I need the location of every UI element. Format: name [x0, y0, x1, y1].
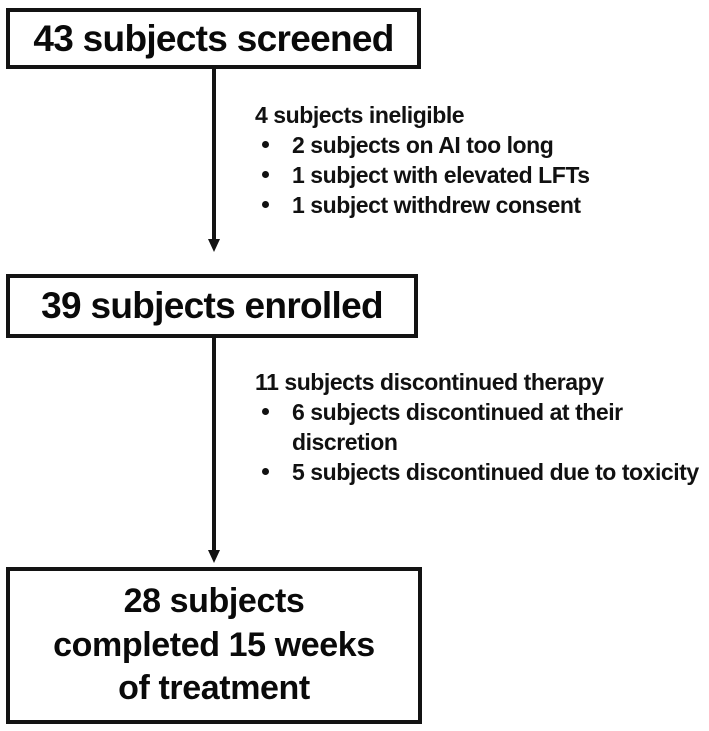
arrow-enrolled-to-completed	[204, 338, 224, 563]
arrow-shaft	[212, 68, 216, 240]
annotation-ineligible-list: 2 subjects on AI too long 1 subject with…	[255, 130, 707, 220]
annotation-ineligible: 4 subjects ineligible 2 subjects on AI t…	[255, 100, 707, 220]
arrow-shaft	[212, 338, 216, 551]
bullet-icon	[262, 201, 269, 208]
flow-box-enrolled-label: 39 subjects enrolled	[41, 285, 383, 327]
arrow-head-icon	[208, 550, 220, 563]
list-item-label: 1 subject with elevated LFTs	[292, 162, 590, 188]
list-item: 6 subjects discontinued at their discret…	[255, 397, 707, 457]
list-item: 5 subjects discontinued due to toxicity	[255, 457, 707, 487]
bullet-icon	[262, 408, 269, 415]
list-item-label: 2 subjects on AI too long	[292, 132, 554, 158]
flow-box-enrolled: 39 subjects enrolled	[6, 274, 418, 338]
bullet-icon	[262, 171, 269, 178]
list-item-label: 5 subjects discontinued due to toxicity	[292, 459, 699, 485]
bullet-icon	[262, 141, 269, 148]
bullet-icon	[262, 468, 269, 475]
flow-box-completed-label: 28 subjects completed 15 weeks of treatm…	[53, 581, 375, 708]
flow-box-screened: 43 subjects screened	[6, 8, 421, 69]
annotation-ineligible-header: 4 subjects ineligible	[255, 102, 465, 128]
arrow-head-icon	[208, 239, 220, 252]
list-item-label: 1 subject withdrew consent	[292, 192, 581, 218]
arrow-screened-to-enrolled	[204, 68, 224, 252]
list-item: 1 subject withdrew consent	[255, 190, 707, 220]
list-item: 2 subjects on AI too long	[255, 130, 707, 160]
flow-box-screened-label: 43 subjects screened	[33, 17, 394, 59]
annotation-discontinued-list: 6 subjects discontinued at their discret…	[255, 397, 707, 487]
annotation-discontinued-header: 11 subjects discontinued therapy	[255, 369, 604, 395]
list-item: 1 subject with elevated LFTs	[255, 160, 707, 190]
list-item-label: 6 subjects discontinued at their discret…	[292, 399, 623, 455]
flow-box-completed: 28 subjects completed 15 weeks of treatm…	[6, 567, 422, 724]
annotation-discontinued: 11 subjects discontinued therapy 6 subje…	[255, 367, 707, 487]
